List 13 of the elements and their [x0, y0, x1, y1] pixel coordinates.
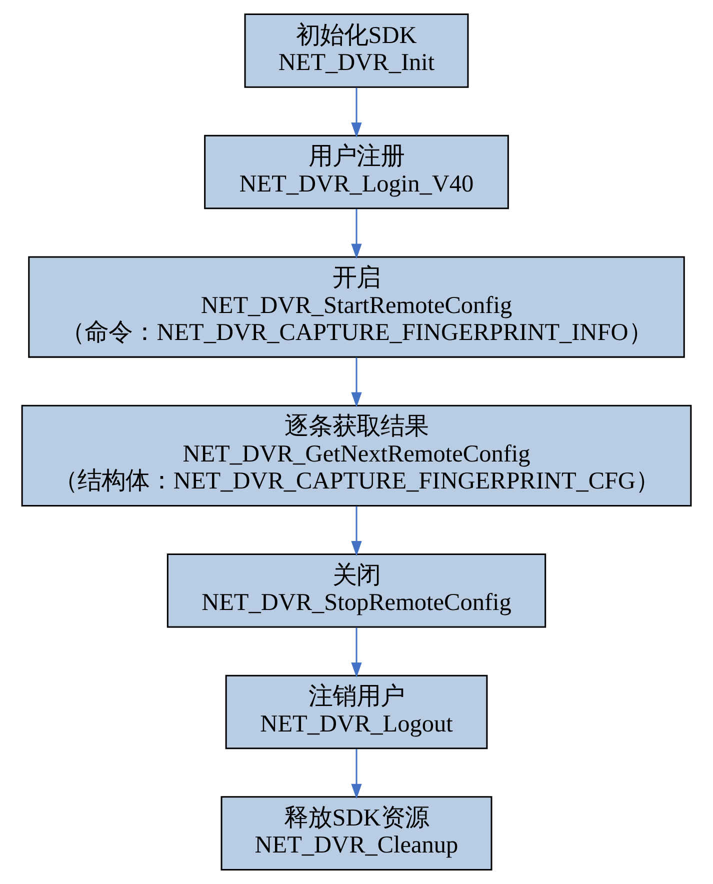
arrow — [351, 357, 362, 408]
node-box: 逐条获取结果 NET_DVR_GetNextRemoteConfig （结构体：NET_DVR_CAPTURE_FINGERPRINT_CFG） — [21, 404, 692, 506]
arrow — [351, 208, 362, 259]
node-box: 用户注册 NET_DVR_Login_V40 — [204, 134, 509, 210]
arrow — [351, 88, 362, 138]
arrow — [351, 748, 362, 800]
node-box: 关闭 NET_DVR_StopRemoteConfig — [166, 553, 546, 628]
node-box: 释放SDK资源 NET_DVR_Cleanup — [220, 796, 492, 870]
arrow — [351, 628, 362, 678]
node-box: 注销用户 NET_DVR_Logout — [225, 674, 488, 750]
arrow — [351, 506, 362, 556]
node-box: 开启 NET_DVR_StartRemoteConfig （命令：NET_DVR_CAPTURE_FINGERPRINT_INFO） — [28, 256, 685, 358]
node-box: 初始化SDK NET_DVR_Init — [244, 14, 469, 88]
